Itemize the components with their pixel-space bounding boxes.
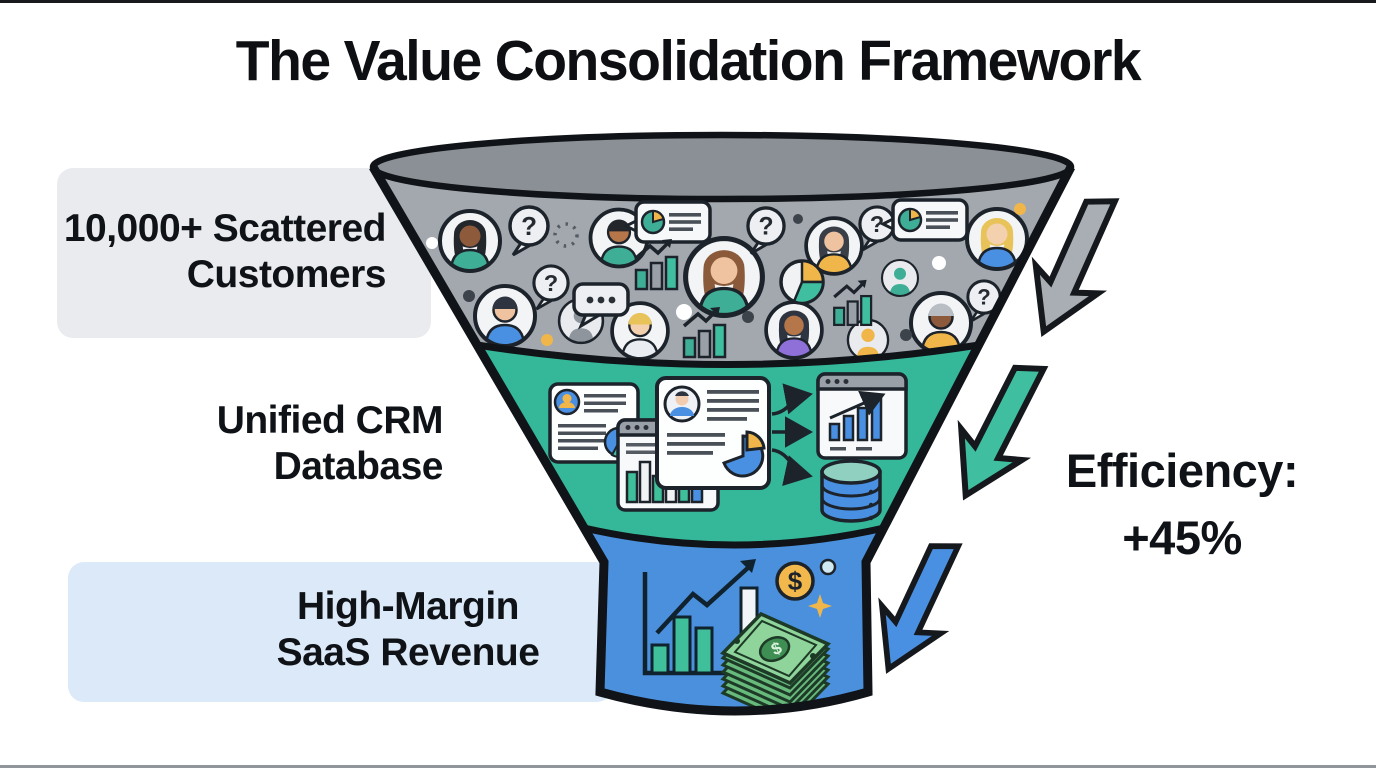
customer-avatar-icon xyxy=(475,286,535,347)
customer-profile-card-icon xyxy=(655,376,771,490)
stage-3-label: High-Margin SaaS Revenue xyxy=(276,584,540,675)
analytics-dashboard-icon xyxy=(816,372,908,460)
stage-divider xyxy=(476,341,980,368)
stage-1-label-line1: 10,000+ Scattered xyxy=(63,207,387,250)
dot xyxy=(793,214,803,224)
dollar-glyph: $ xyxy=(788,566,803,596)
flow-arrow-bottom xyxy=(859,528,977,683)
dot xyxy=(900,329,912,341)
dot xyxy=(932,256,946,270)
database-icon xyxy=(820,459,882,523)
customer-avatar-icon xyxy=(440,211,500,272)
customer-avatar-icon xyxy=(882,260,918,296)
money-stack-icon: $ xyxy=(719,611,832,711)
funnel-outline xyxy=(369,164,1075,716)
efficiency-value: +45% xyxy=(1122,510,1242,564)
top-border xyxy=(0,0,1376,3)
dot xyxy=(676,304,692,320)
customer-avatar-icon xyxy=(686,239,763,317)
stage-2-label-line1: Unified CRM xyxy=(216,399,444,442)
scattered-customers-icons xyxy=(426,198,1027,360)
sync-arrow xyxy=(771,448,813,486)
stage-3-label-box xyxy=(68,562,613,702)
dot xyxy=(541,334,553,346)
stage-1-label: 10,000+ Scattered Customers xyxy=(60,206,387,297)
stage-3-label-line2: SaaS Revenue xyxy=(276,630,540,674)
saas-revenue-icons: $ $ xyxy=(642,558,837,711)
sync-arrow xyxy=(771,383,813,416)
dollar-coin-icon: $ xyxy=(775,561,815,601)
efficiency-label: Efficiency: xyxy=(1065,444,1299,497)
dot xyxy=(1014,203,1026,215)
dot xyxy=(426,237,438,249)
customer-avatar-icon xyxy=(766,302,822,359)
unified-crm-icons xyxy=(548,372,908,523)
sparkle-icon xyxy=(808,594,832,618)
dot xyxy=(742,311,754,323)
dot xyxy=(819,558,837,576)
funnel-mouth xyxy=(369,131,1075,203)
stage-divider xyxy=(583,524,885,549)
stage-1-label-box xyxy=(57,168,431,338)
efficiency-metric: Efficiency: +45% xyxy=(1037,438,1327,571)
page-title: The Value Consolidation Framework xyxy=(235,29,1142,93)
stage-2-label: Unified CRM Database xyxy=(150,398,444,489)
stage-1-label-line2: Customers xyxy=(186,252,387,296)
stage-3-label-line1: High-Margin xyxy=(297,585,519,628)
bottom-border xyxy=(0,765,1376,768)
dot xyxy=(463,290,475,302)
revenue-chart-icon xyxy=(642,559,759,676)
stage-2-label-line2: Database xyxy=(273,444,444,488)
